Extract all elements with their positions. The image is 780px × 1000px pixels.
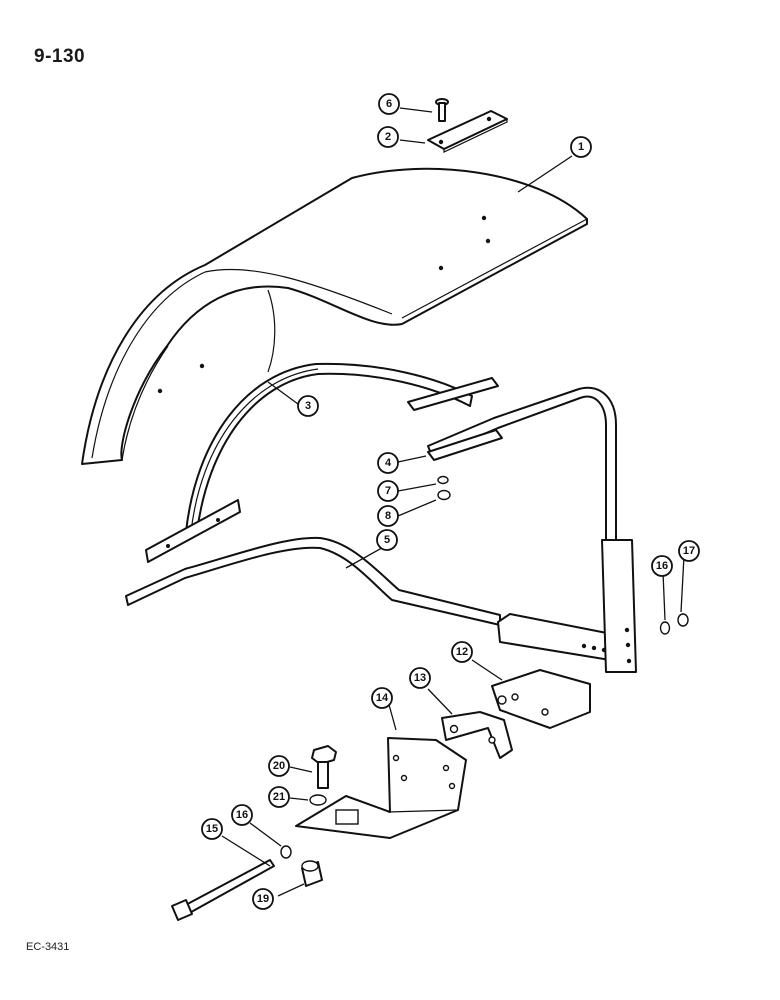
washer-part-16-upper: [659, 621, 671, 635]
mounting-bracket-part-14: [295, 737, 467, 839]
carriage-bolt-part-6: [435, 98, 449, 122]
page-number: 9-130: [34, 46, 86, 67]
svg-text:14: 14: [376, 692, 389, 704]
svg-text:15: 15: [206, 823, 218, 835]
svg-text:21: 21: [273, 791, 285, 803]
support-bar-part-5: [125, 386, 637, 673]
callout-1: 1: [570, 136, 592, 158]
support-strap-part-3: [145, 362, 499, 563]
clamp-half-part-13: [441, 711, 513, 759]
callout-2: 2: [377, 126, 399, 148]
callout-7: 7: [377, 480, 399, 502]
svg-text:4: 4: [385, 457, 392, 469]
fender-part-1: [81, 167, 588, 465]
svg-text:12: 12: [456, 646, 468, 658]
long-bolt-part-15: [171, 859, 275, 921]
svg-text:13: 13: [414, 672, 426, 684]
callout-3: 3: [297, 395, 319, 417]
svg-text:20: 20: [273, 760, 285, 772]
svg-text:6: 6: [386, 98, 392, 110]
svg-text:1: 1: [578, 141, 584, 153]
callout-4: 4: [377, 452, 399, 474]
svg-text:19: 19: [257, 893, 269, 905]
nut-part-8: [437, 489, 451, 501]
svg-text:2: 2: [385, 131, 391, 143]
callout-13: 13: [409, 667, 431, 689]
nut-part-17: [677, 613, 689, 627]
callout-8: 8: [377, 505, 399, 527]
callout-5: 5: [376, 529, 398, 551]
washer-part-21: [309, 794, 327, 806]
svg-text:16: 16: [236, 809, 248, 821]
callout-17: 17: [678, 540, 700, 562]
washer-part-16-lower: [280, 845, 292, 859]
callout-14: 14: [371, 687, 393, 709]
callout-6: 6: [378, 93, 400, 115]
svg-text:5: 5: [384, 534, 390, 546]
bolt-part-20: [311, 745, 337, 789]
spacer-part-19: [301, 860, 323, 887]
callout-20: 20: [268, 755, 290, 777]
callout-19: 19: [252, 888, 274, 910]
callout-15: 15: [201, 818, 223, 840]
callout-12: 12: [451, 641, 473, 663]
svg-text:3: 3: [305, 400, 311, 412]
svg-text:16: 16: [656, 560, 668, 572]
svg-text:8: 8: [385, 510, 391, 522]
clamp-block-part-12: [491, 669, 591, 729]
lock-washer-part-7: [437, 475, 449, 485]
callout-16-upper: 16: [651, 555, 673, 577]
mounting-plate-part-2: [427, 110, 508, 153]
svg-text:7: 7: [385, 485, 391, 497]
callout-21: 21: [268, 786, 290, 808]
svg-text:17: 17: [683, 545, 695, 557]
figure-code: EC-3431: [26, 941, 70, 953]
callout-16-lower: 16: [231, 804, 253, 826]
